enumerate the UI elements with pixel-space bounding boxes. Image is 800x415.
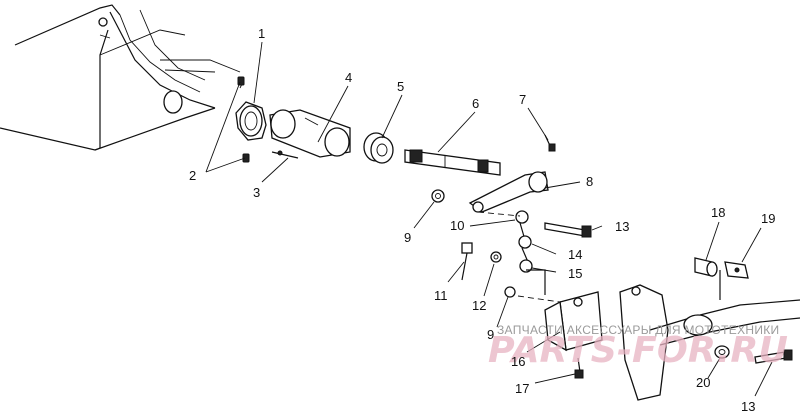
- part-15-lower-link: [519, 259, 546, 295]
- callout-14: 14: [568, 247, 582, 262]
- callout-17: 17: [515, 381, 529, 396]
- callout-6: 6: [472, 96, 479, 111]
- part-13-bolt-upper: [544, 222, 592, 238]
- part-3-pin: [271, 150, 299, 159]
- callout-15: 15: [568, 266, 582, 281]
- watermark-caption: ЗАПЧАСТИ АКСЕССУАРЫ ДЛЯ МОТОТЕХНИКИ: [497, 323, 780, 337]
- part-11-bolt: [461, 242, 473, 281]
- part-20-washer: [714, 345, 730, 359]
- part-9-nuts: [431, 189, 516, 298]
- callout-1: 1: [258, 26, 265, 41]
- part-8-lever-arm: [468, 171, 549, 213]
- part-18-bushing: [694, 257, 718, 277]
- callout-13-upper: 13: [615, 219, 629, 234]
- part-19-clip: [724, 261, 749, 279]
- callout-12: 12: [472, 298, 486, 313]
- callout-5: 5: [397, 79, 404, 94]
- callout-9-lower: 9: [487, 327, 494, 342]
- watermark-logo: PARTS-FOR.RU: [488, 330, 788, 371]
- part-12-washer: [490, 251, 502, 263]
- callout-4: 4: [345, 70, 352, 85]
- callout-labels: 1 2 3 4 5 6 7 8 9 10 11 12 9 13 14 15 16…: [189, 26, 775, 414]
- callout-9-upper: 9: [404, 230, 411, 245]
- part-1-bushing-housing: [235, 79, 267, 141]
- callout-18: 18: [711, 205, 725, 220]
- callout-16: 16: [511, 354, 525, 369]
- callout-20: 20: [696, 375, 710, 390]
- callout-3: 3: [253, 185, 260, 200]
- callout-13-lower: 13: [741, 399, 755, 414]
- callout-2: 2: [189, 168, 196, 183]
- callout-7: 7: [519, 92, 526, 107]
- part-10-linkage-rod: [477, 210, 529, 241]
- part-16-bracket: [517, 291, 603, 352]
- callout-10: 10: [450, 218, 464, 233]
- part-6-shaft: [404, 149, 501, 176]
- callout-8: 8: [586, 174, 593, 189]
- part-13-bolt-lower: [754, 349, 793, 364]
- watermark: ЗАПЧАСТИ АКСЕССУАРЫ ДЛЯ МОТОТЕХНИКИ PART…: [488, 323, 788, 371]
- frame-outline: [0, 4, 241, 151]
- leader-lines: [205, 41, 773, 397]
- callout-19: 19: [761, 211, 775, 226]
- callout-11: 11: [434, 288, 448, 303]
- part-4-sleeve: [269, 109, 351, 158]
- part-14-link: [518, 235, 532, 263]
- pedal-assembly: [619, 270, 800, 401]
- part-5-spacer: [363, 132, 394, 164]
